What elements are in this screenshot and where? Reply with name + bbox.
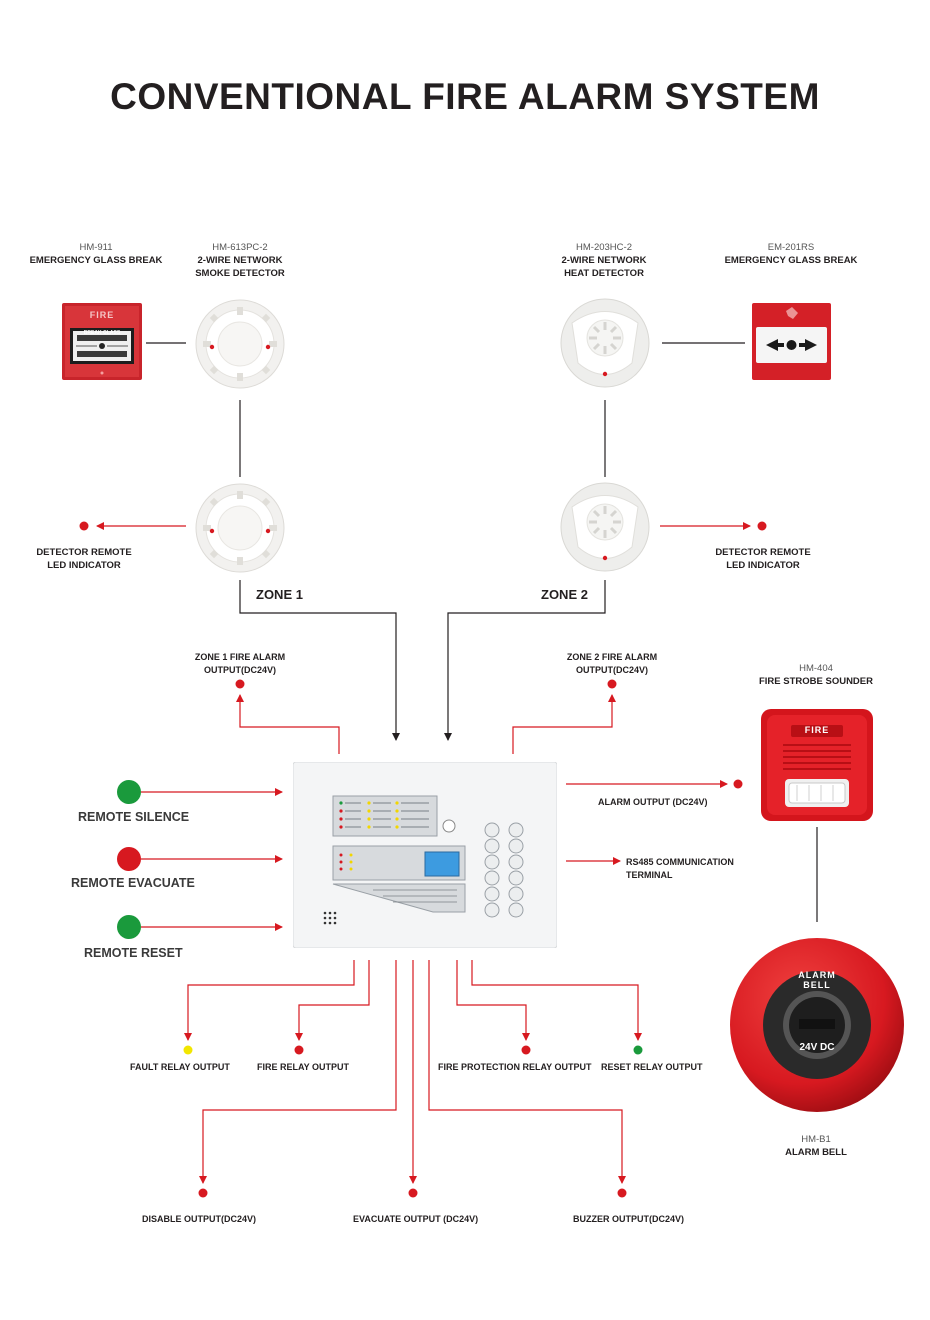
buzzer-output-dot [617, 1188, 627, 1198]
heat-detector-name-1: 2-WIRE NETWORK [561, 255, 647, 266]
heat-detector-zone2-icon [560, 482, 650, 572]
smoke-detector-model: HM-613PC-2 [212, 242, 268, 253]
led-indicator-right-line1: DETECTOR REMOTE [715, 547, 811, 558]
glass-break-right-label: EM-201RS EMERGENCY GLASS BREAK [721, 241, 861, 267]
manual-call-point-icon [752, 303, 831, 380]
rs485-line1: RS485 COMMUNICATION [626, 857, 734, 867]
led-indicator-right-label: DETECTOR REMOTE LED INDICATOR [693, 546, 833, 572]
smoke-detector-icon [195, 299, 285, 389]
fault-relay-dot [183, 1045, 193, 1055]
indicator-dots [79, 521, 767, 1198]
heat-detector-icon [560, 298, 650, 388]
rs485-label: RS485 COMMUNICATION TERMINAL [626, 856, 734, 882]
zone1-output-label: ZONE 1 FIRE ALARM OUTPUT(DC24V) [170, 651, 310, 677]
remote-silence-label: REMOTE SILENCE [78, 810, 190, 824]
zone1-output-dot [235, 679, 245, 689]
buzzer-output-label: BUZZER OUTPUT(DC24V) [573, 1214, 685, 1224]
page-title: CONVENTIONAL FIRE ALARM SYSTEM [110, 76, 820, 117]
led-dot-left [79, 521, 89, 531]
alarm-bell-ring-text: ALARM BELL [798, 970, 836, 990]
reset-relay-dot [633, 1045, 643, 1055]
led-indicator-left-line2: LED INDICATOR [47, 560, 121, 571]
glass-break-face-text: FIRE [89, 310, 115, 320]
evacuate-output-label: EVACUATE OUTPUT (DC24V) [353, 1214, 479, 1224]
alarm-bell-model: HM-B1 [801, 1134, 831, 1145]
remote-evacuate-label: REMOTE EVACUATE [71, 876, 195, 890]
reset-relay-output-label: RESET RELAY OUTPUT [601, 1062, 703, 1072]
remote-reset-label: REMOTE RESET [84, 946, 183, 960]
alarm-bell-voltage-text: 24V DC [799, 1042, 835, 1053]
glass-break-left-name: EMERGENCY GLASS BREAK [29, 255, 163, 266]
led-indicator-left-label: DETECTOR REMOTE LED INDICATOR [14, 546, 154, 572]
glass-break-face-subtext: BREAK GLASS [83, 330, 121, 336]
led-indicator-right-line2: LED INDICATOR [726, 560, 800, 571]
alarm-bell-label: HM-B1 ALARM BELL [746, 1133, 886, 1159]
smoke-detector-zone1-icon [195, 483, 285, 573]
zone2-output-line2: OUTPUT(DC24V) [575, 665, 648, 675]
zone2-output-dot [607, 679, 617, 689]
output-wiring [96, 522, 751, 1184]
glass-break-red-icon [62, 303, 142, 380]
fire-relay-dot [294, 1045, 304, 1055]
disable-output-dot [198, 1188, 208, 1198]
remote-buttons [117, 780, 141, 939]
smoke-detector-name-2: SMOKE DETECTOR [195, 268, 285, 279]
led-dot-right [757, 521, 767, 531]
glass-break-right-model: EM-201RS [767, 242, 815, 253]
remote-silence-button-icon [117, 780, 141, 804]
led-indicator-left-line1: DETECTOR REMOTE [36, 547, 132, 558]
zone1-output-line1: ZONE 1 FIRE ALARM [194, 652, 286, 662]
glass-break-left-model: HM-911 [79, 242, 113, 253]
zone2-output-label: ZONE 2 FIRE ALARM OUTPUT(DC24V) [542, 651, 682, 677]
strobe-sounder-label: HM-404 FIRE STROBE SOUNDER [746, 662, 886, 688]
zone1-label: ZONE 1 [256, 587, 303, 602]
detector-wiring [146, 342, 818, 922]
fire-protection-relay-output-label: FIRE PROTECTION RELAY OUTPUT [438, 1062, 592, 1072]
heat-detector-model: HM-203HC-2 [576, 242, 632, 253]
smoke-detector-label: HM-613PC-2 2-WIRE NETWORK SMOKE DETECTOR [170, 241, 310, 280]
remote-evacuate-button-icon [117, 847, 141, 871]
alarm-output-label: ALARM OUTPUT (DC24V) [598, 797, 708, 807]
glass-break-left-label: HM-911 EMERGENCY GLASS BREAK [26, 241, 166, 267]
heat-detector-label: HM-203HC-2 2-WIRE NETWORK HEAT DETECTOR [534, 241, 674, 280]
zone1-output-line2: OUTPUT(DC24V) [203, 665, 276, 675]
smoke-detector-name-1: 2-WIRE NETWORK [197, 255, 283, 266]
alarm-bell-icon [730, 938, 904, 1112]
disable-output-label: DISABLE OUTPUT(DC24V) [142, 1214, 257, 1224]
heat-detector-name-2: HEAT DETECTOR [564, 268, 644, 279]
glass-break-right-name: EMERGENCY GLASS BREAK [724, 255, 858, 266]
strobe-face-text: FIRE [804, 725, 830, 735]
fault-relay-output-label: FAULT RELAY OUTPUT [130, 1062, 230, 1072]
alarm-bell-name: ALARM BELL [785, 1147, 847, 1158]
evacuate-output-dot [408, 1188, 418, 1198]
remote-reset-button-icon [117, 915, 141, 939]
strobe-sounder-name: FIRE STROBE SOUNDER [758, 676, 873, 687]
zone2-label: ZONE 2 [541, 587, 588, 602]
alarm-output-dot [733, 779, 743, 789]
fire-relay-output-label: FIRE RELAY OUTPUT [257, 1062, 350, 1072]
strobe-sounder-icon [761, 709, 873, 821]
control-panel-icon [293, 762, 557, 948]
zone2-output-line1: ZONE 2 FIRE ALARM [566, 652, 658, 662]
strobe-sounder-model: HM-404 [799, 663, 833, 674]
rs485-line2: TERMINAL [626, 870, 673, 880]
fire-protection-relay-dot [521, 1045, 531, 1055]
